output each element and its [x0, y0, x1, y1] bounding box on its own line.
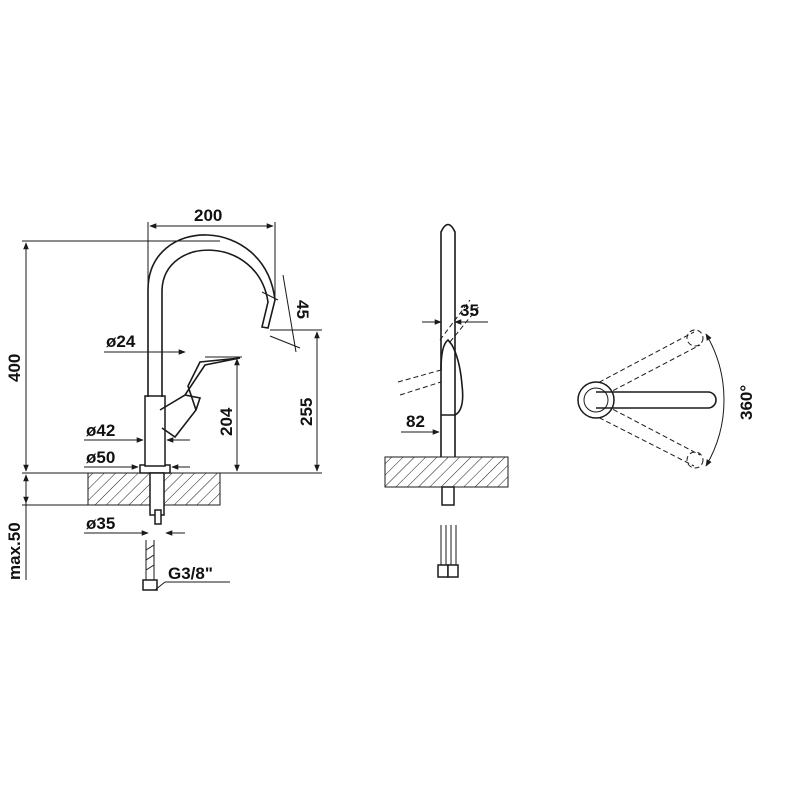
- dim-204-label: 204: [217, 407, 236, 436]
- dim-max50-label: max.50: [5, 522, 24, 580]
- mounting-shank: [149, 472, 165, 516]
- dim-35-side-label: 35: [460, 301, 479, 320]
- dim-thread-label: G3/8": [168, 564, 213, 583]
- dim-o35-label: ø35: [86, 514, 115, 533]
- top-view: 360°: [577, 329, 756, 469]
- front-view: 200 400 45 ø24 204 255 ø42 ø50: [5, 206, 322, 591]
- dim-45-label: 45: [293, 300, 312, 319]
- dim-o24-label: ø24: [106, 332, 136, 351]
- side-view: 35 82: [384, 223, 509, 578]
- swivel-arc: [705, 333, 725, 467]
- faucet-body-front: [144, 395, 166, 467]
- spout-top: [596, 391, 717, 409]
- dim-360-label: 360°: [737, 385, 756, 420]
- spout-front: [147, 234, 276, 397]
- supply-hose-front: [142, 540, 158, 591]
- lever-side: [440, 338, 464, 416]
- dim-o50-label: ø50: [86, 448, 115, 467]
- dim-200-label: 200: [194, 206, 222, 225]
- dim-82-label: 82: [406, 412, 425, 431]
- dim-255-label: 255: [297, 398, 316, 426]
- base-top: [577, 381, 615, 419]
- spout-side: [440, 223, 456, 457]
- dim-o42-label: ø42: [86, 421, 115, 440]
- countertop-side: [384, 456, 509, 488]
- supply-hose-side: [437, 525, 459, 578]
- dim-400-label: 400: [5, 354, 24, 382]
- handle-front: [159, 357, 241, 439]
